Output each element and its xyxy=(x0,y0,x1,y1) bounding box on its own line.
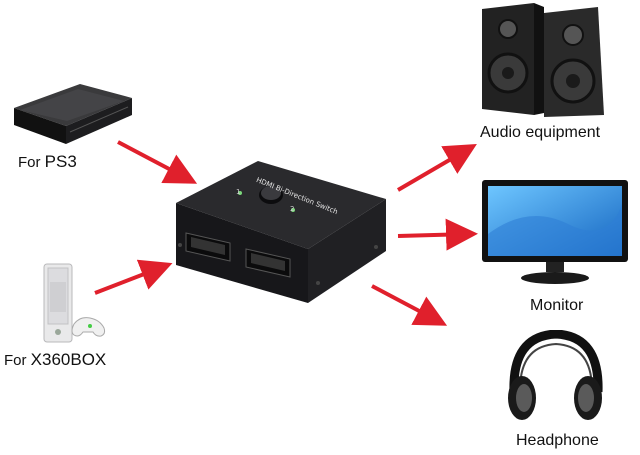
hdmi-switch-device xyxy=(168,155,393,305)
audio-equipment-label: Audio equipment xyxy=(480,124,600,142)
monitor-icon xyxy=(480,178,630,290)
switch-port-2-label: 2 xyxy=(290,205,294,213)
headphone-icon xyxy=(500,330,610,426)
switch-port-1-label: 1 xyxy=(236,188,240,196)
arrow-switch-to-audio xyxy=(398,148,470,190)
ps3-label: For PS3 xyxy=(18,152,77,172)
x360-label: For X360BOX xyxy=(4,350,106,370)
ps3-console-icon xyxy=(10,70,135,150)
monitor-label: Monitor xyxy=(530,297,583,315)
headphone-label: Headphone xyxy=(516,432,599,450)
xbox360-console-icon xyxy=(38,262,108,344)
speakers-icon xyxy=(478,3,608,119)
arrow-switch-to-monitor xyxy=(398,234,470,236)
